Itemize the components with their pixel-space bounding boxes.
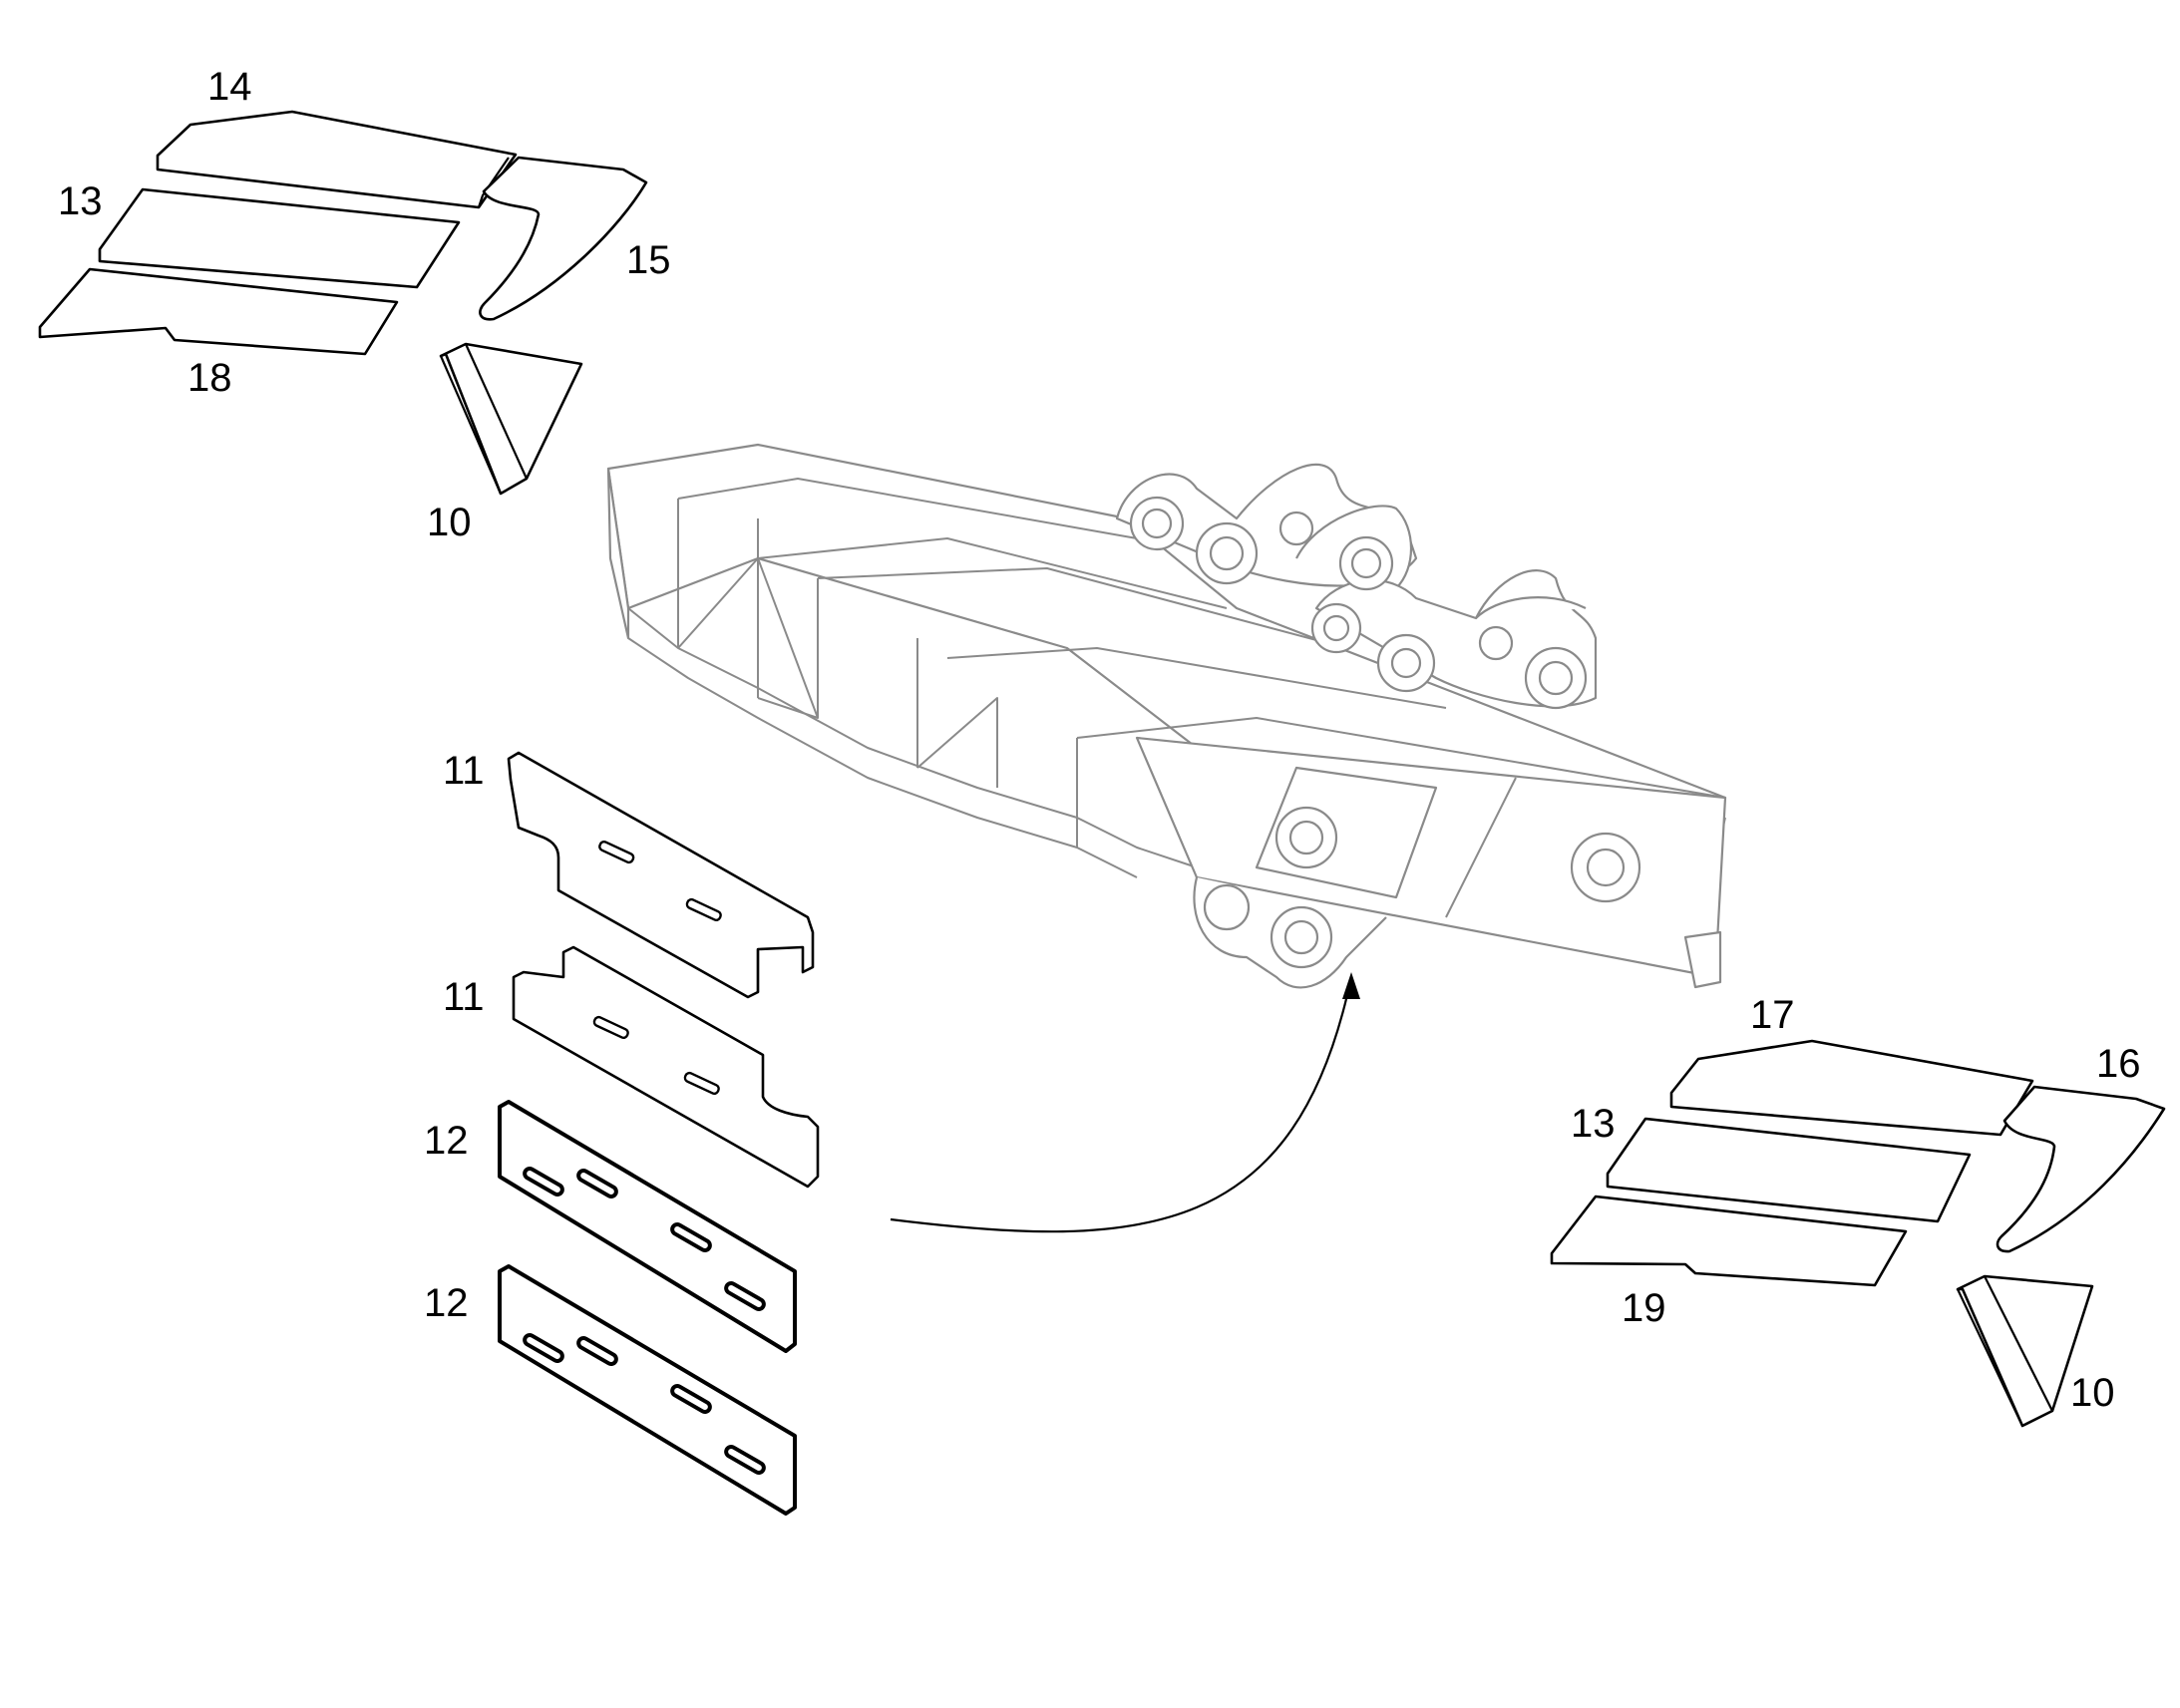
block-10-lower	[1956, 1274, 2094, 1428]
plate-14	[156, 110, 518, 209]
plate-13-upper	[98, 187, 461, 289]
label-10-lower: 10	[2070, 1371, 2115, 1415]
wedge-plate-16	[1996, 1085, 2166, 1253]
plate-11-upper	[507, 751, 815, 999]
label-18: 18	[187, 356, 232, 400]
assembly-arrow	[890, 972, 1360, 1233]
label-12-lower: 12	[424, 1281, 469, 1325]
plate-19	[1550, 1195, 1908, 1287]
label-19: 19	[1622, 1286, 1666, 1330]
label-12-upper: 12	[424, 1119, 469, 1163]
label-13-upper: 13	[58, 179, 103, 223]
block-10-upper	[439, 342, 583, 496]
label-11-lower: 11	[443, 975, 485, 1019]
label-10-upper: 10	[427, 501, 472, 544]
label-17: 17	[1750, 993, 1795, 1037]
plate-12-lower	[498, 1264, 797, 1516]
label-16: 16	[2096, 1042, 2141, 1086]
plate-18	[38, 267, 399, 356]
wedge-plate-15	[479, 156, 648, 321]
label-13-lower: 13	[1571, 1102, 1616, 1146]
label-11-upper: 11	[443, 749, 485, 793]
label-14: 14	[207, 65, 252, 109]
plate-12-upper	[498, 1100, 797, 1353]
plate-17	[1669, 1039, 2034, 1137]
plate-13-lower	[1606, 1117, 1972, 1223]
part-labels: 14 13 15 18 10 11 11 12 12 17 16 13 19 1…	[58, 65, 2141, 1415]
main-frame-assembly	[606, 443, 1727, 989]
label-15: 15	[626, 238, 671, 282]
plate-11-lower	[512, 945, 820, 1189]
